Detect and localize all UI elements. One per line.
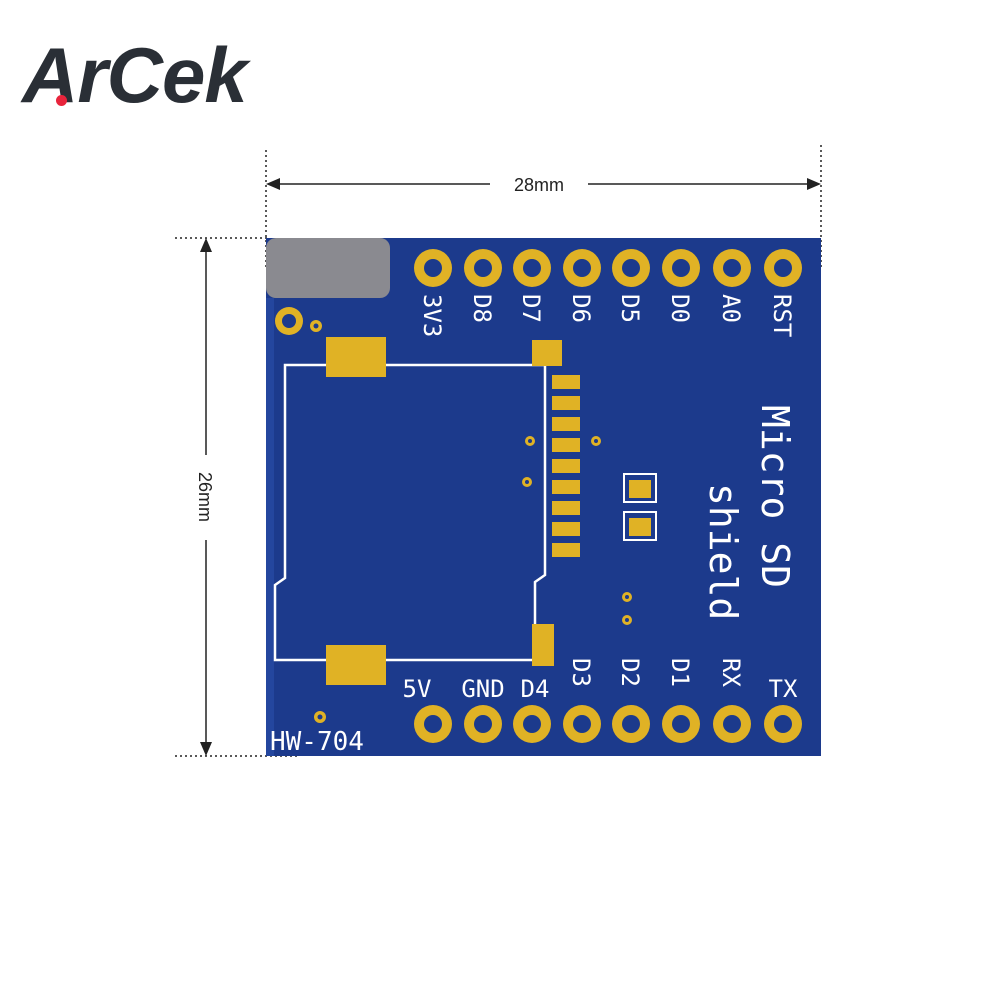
top-pin-labels: 3V3 D8 D7 D6 D5 D0 A0 RST	[418, 294, 796, 337]
board-title-line2: shield	[701, 483, 745, 620]
top-pin-5	[612, 249, 650, 287]
bottom-pin-label-8: TX	[769, 675, 798, 703]
top-pin-label-2: D8	[468, 294, 496, 323]
sd-finger-2	[552, 396, 580, 410]
sd-finger-5	[552, 459, 580, 473]
top-pin-label-4: D6	[567, 294, 595, 323]
top-pin-label-1: 3V3	[418, 294, 446, 337]
sd-finger-4	[552, 438, 580, 452]
sd-finger-6	[552, 480, 580, 494]
sd-contact-fingers	[552, 375, 580, 557]
sd-finger-1	[552, 375, 580, 389]
height-label: 26mm	[195, 472, 215, 522]
pcb-edge-left	[266, 298, 274, 756]
sd-card-pads	[326, 337, 562, 685]
sd-finger-3	[552, 417, 580, 431]
bottom-header-pins	[414, 705, 802, 743]
shielded-corner-area	[266, 238, 390, 298]
bottom-pin-labels: 5V GND D4 D3 D2 D1 RX TX	[403, 658, 798, 703]
top-pin-3	[513, 249, 551, 287]
top-pin-2	[464, 249, 502, 287]
sd-finger-9	[552, 543, 580, 557]
top-pin-label-7: A0	[717, 294, 745, 323]
bottom-pin-3	[513, 705, 551, 743]
bottom-pin-label-7: RX	[717, 658, 745, 687]
vias	[275, 307, 632, 723]
bottom-pin-8	[764, 705, 802, 743]
top-header-pins	[414, 249, 802, 287]
width-label: 28mm	[514, 175, 564, 195]
bottom-pin-label-2: GND	[461, 675, 504, 703]
bottom-pin-label-3: D4	[521, 675, 550, 703]
height-dimension	[175, 237, 300, 757]
sd-finger-8	[552, 522, 580, 536]
bottom-pin-4	[563, 705, 601, 743]
board-model-label: HW-704	[270, 727, 364, 757]
top-pin-7	[713, 249, 751, 287]
sd-finger-7	[552, 501, 580, 515]
bottom-pin-2	[464, 705, 502, 743]
bottom-pin-7	[713, 705, 751, 743]
top-pin-6	[662, 249, 700, 287]
smd-component	[623, 473, 657, 541]
board-title-line1: Micro SD	[753, 405, 797, 588]
top-pin-label-8: RST	[768, 294, 796, 337]
top-pin-1	[414, 249, 452, 287]
top-pin-label-6: D0	[666, 294, 694, 323]
bottom-pin-label-4: D3	[567, 658, 595, 687]
bottom-pin-6	[662, 705, 700, 743]
bottom-pin-1	[414, 705, 452, 743]
bottom-pin-label-1: 5V	[403, 675, 432, 703]
logo-accent-dot	[56, 95, 67, 106]
top-pin-4	[563, 249, 601, 287]
bottom-pin-label-6: D1	[666, 658, 694, 687]
top-pin-label-3: D7	[517, 294, 545, 323]
bottom-pin-label-5: D2	[616, 658, 644, 687]
bottom-pin-5	[612, 705, 650, 743]
top-pin-label-5: D5	[616, 294, 644, 323]
top-pin-8	[764, 249, 802, 287]
